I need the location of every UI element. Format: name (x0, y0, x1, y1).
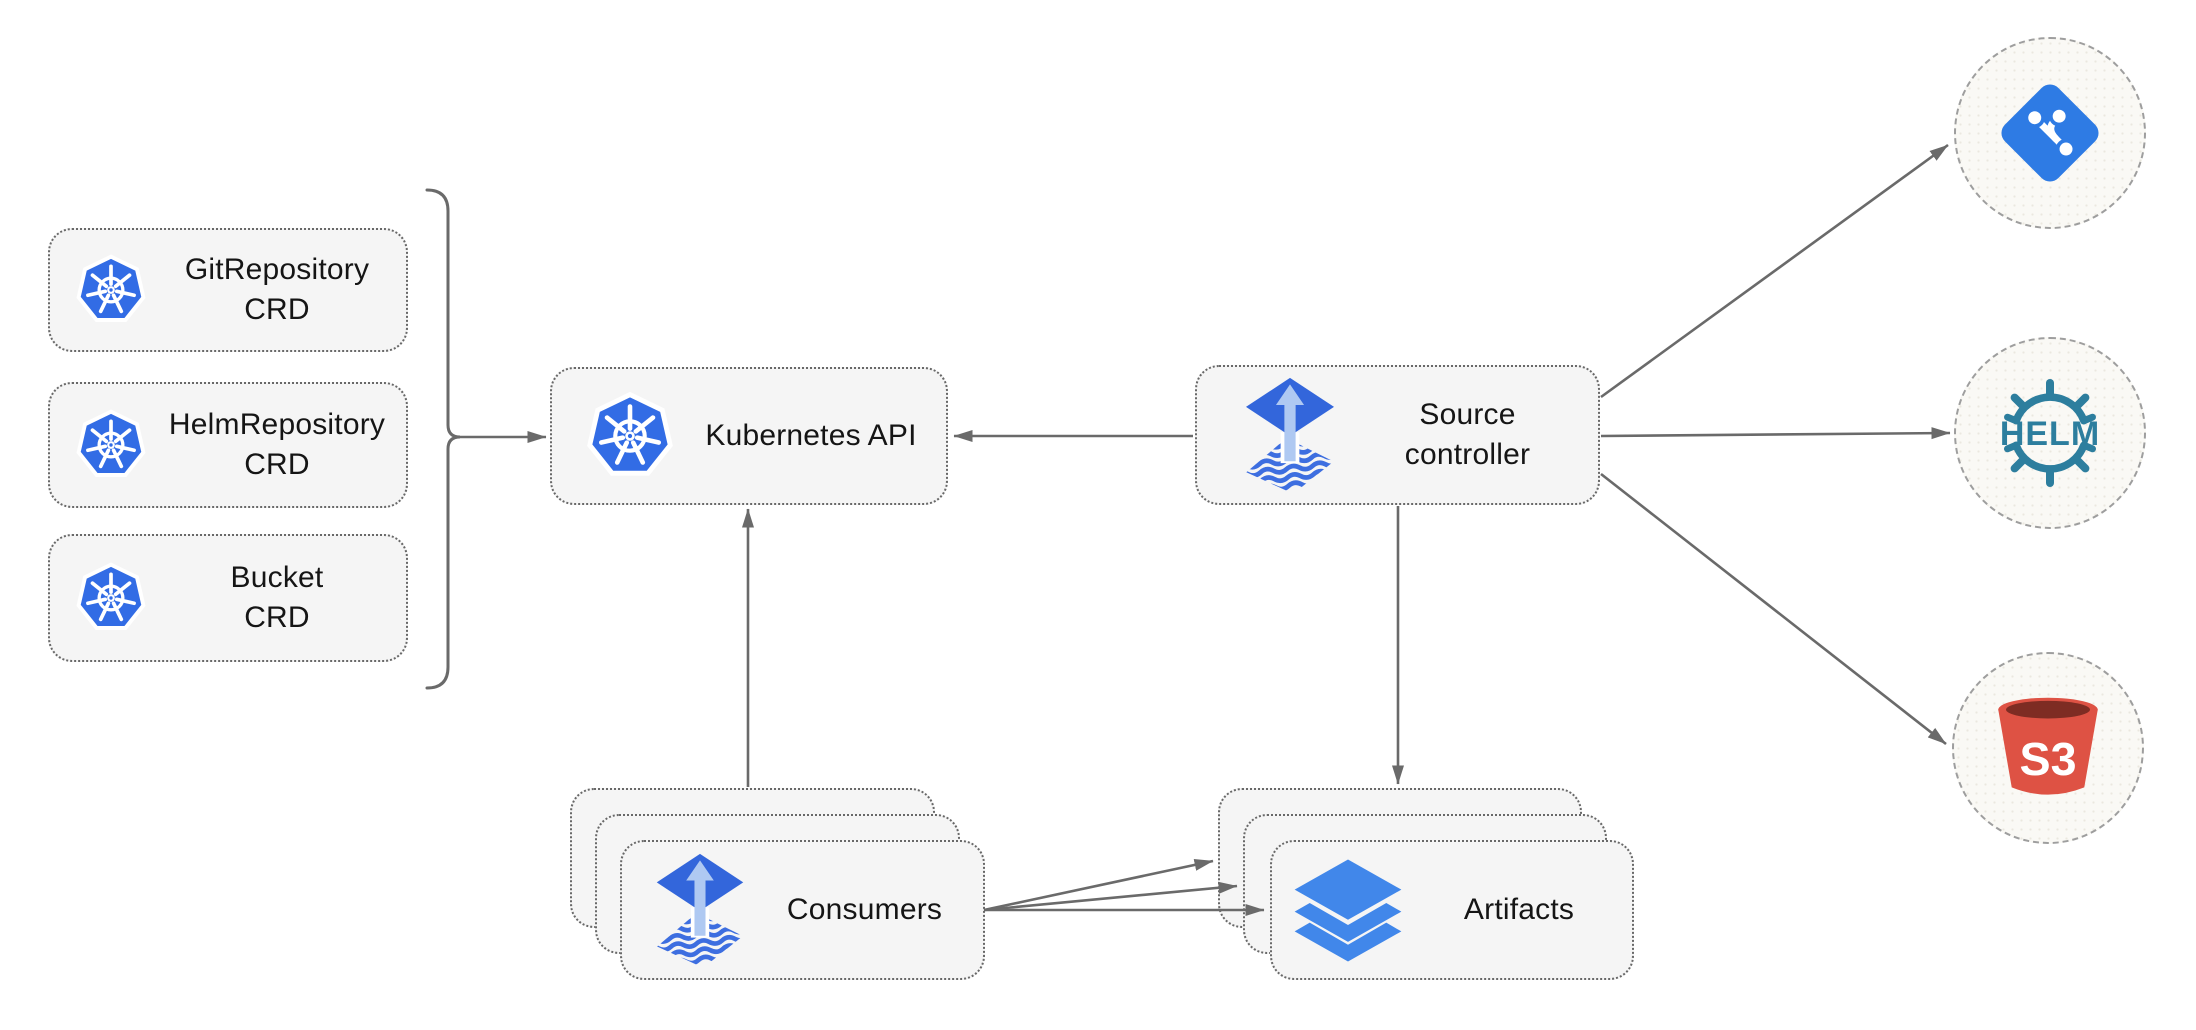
crd-group-bracket (425, 188, 461, 690)
node-label: Kubernetes API (705, 419, 917, 453)
arrow-source-to-helm (1600, 427, 1951, 440)
arrow-source-to-s3 (1600, 472, 1947, 746)
flux-icon (654, 852, 746, 968)
external-source-s3: S3 (1952, 652, 2144, 844)
helm-logo-text: HELM (2000, 415, 2100, 453)
layers-icon (1290, 857, 1406, 964)
git-icon (1996, 79, 2104, 187)
arrow-consumers-to-artifacts-mid (983, 881, 1238, 912)
node-label: Consumers (786, 893, 943, 927)
node-gitrepository-crd: GitRepository CRD (48, 228, 408, 352)
external-source-helm: HELM (1954, 337, 2146, 529)
arrow-source-to-git (1600, 143, 1949, 399)
node-label: HelmRepository CRD (168, 408, 386, 481)
node-helmrepository-crd: HelmRepository CRD (48, 382, 408, 508)
s3-icon: S3 (1991, 694, 2105, 802)
node-consumers: Consumers (620, 840, 985, 980)
kubernetes-icon (74, 408, 148, 482)
kubernetes-icon (74, 561, 148, 635)
node-label: Artifacts (1463, 893, 1575, 927)
node-kubernetes-api: Kubernetes API (550, 367, 948, 505)
node-source-controller: Source controller (1195, 365, 1600, 505)
helm-icon: HELM (1980, 363, 2120, 503)
node-label: Bucket CRD (230, 561, 324, 634)
kubernetes-icon (74, 253, 148, 327)
s3-logo-text: S3 (2019, 733, 2076, 785)
flux-icon (1243, 376, 1337, 494)
node-label: Source controller (1404, 398, 1531, 471)
arrow-consumers-to-artifacts-back (983, 859, 1214, 912)
node-bucket-crd: Bucket CRD (48, 534, 408, 662)
external-source-git (1954, 37, 2146, 229)
kubernetes-icon (584, 390, 676, 482)
node-label: GitRepository CRD (184, 253, 370, 326)
node-artifacts: Artifacts (1270, 840, 1634, 980)
